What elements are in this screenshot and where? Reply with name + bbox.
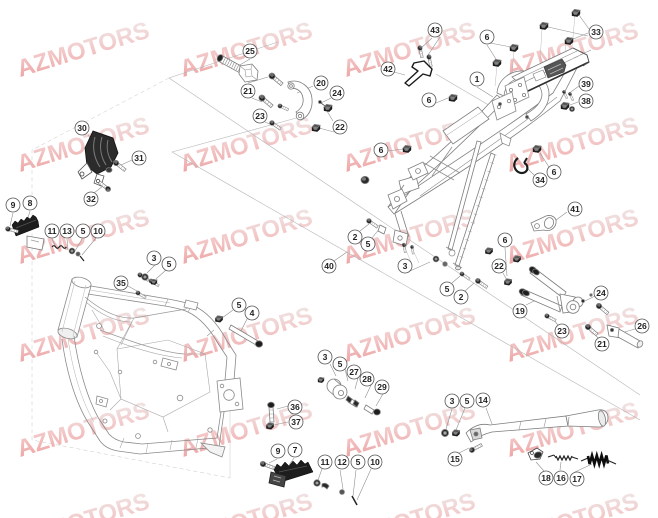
svg-text:4: 4: [250, 308, 255, 318]
svg-text:AZMOTORS: AZMOTORS: [177, 204, 316, 270]
svg-text:5: 5: [81, 226, 86, 236]
svg-text:5: 5: [237, 300, 242, 310]
svg-text:14: 14: [478, 395, 488, 405]
svg-text:5: 5: [445, 284, 450, 294]
svg-text:27: 27: [349, 367, 359, 377]
svg-text:AZMOTORS: AZMOTORS: [340, 17, 479, 83]
svg-text:29: 29: [377, 382, 387, 392]
svg-text:5: 5: [167, 259, 172, 269]
svg-text:AZMOTORS: AZMOTORS: [14, 488, 153, 518]
svg-text:26: 26: [637, 321, 647, 331]
svg-text:32: 32: [86, 194, 96, 204]
svg-text:AZMOTORS: AZMOTORS: [503, 488, 642, 518]
svg-text:28: 28: [362, 374, 372, 384]
svg-text:17: 17: [572, 474, 582, 484]
svg-text:3: 3: [152, 253, 157, 263]
svg-text:35: 35: [116, 278, 126, 288]
svg-text:6: 6: [485, 32, 490, 42]
svg-text:31: 31: [134, 153, 144, 163]
svg-text:8: 8: [28, 198, 33, 208]
svg-text:20: 20: [316, 78, 326, 88]
svg-text:12: 12: [337, 457, 347, 467]
svg-text:2: 2: [459, 292, 464, 302]
svg-text:6: 6: [427, 95, 432, 105]
svg-text:34: 34: [535, 175, 545, 185]
svg-text:37: 37: [291, 417, 301, 427]
svg-text:5: 5: [366, 239, 371, 249]
svg-text:41: 41: [570, 204, 580, 214]
svg-text:3: 3: [450, 396, 455, 406]
svg-text:36: 36: [290, 402, 300, 412]
svg-text:21: 21: [597, 339, 607, 349]
svg-text:24: 24: [332, 88, 342, 98]
svg-text:7: 7: [293, 445, 298, 455]
svg-text:39: 39: [581, 79, 591, 89]
svg-text:23: 23: [557, 326, 567, 336]
svg-text:21: 21: [243, 86, 253, 96]
svg-text:15: 15: [450, 454, 460, 464]
svg-text:AZMOTORS: AZMOTORS: [340, 302, 479, 368]
svg-text:22: 22: [494, 261, 504, 271]
svg-text:10: 10: [370, 457, 380, 467]
svg-text:11: 11: [320, 457, 329, 467]
svg-text:1: 1: [475, 74, 480, 84]
svg-text:16: 16: [556, 473, 566, 483]
svg-text:11: 11: [47, 226, 56, 236]
svg-text:18: 18: [541, 473, 551, 483]
svg-text:5: 5: [465, 396, 470, 406]
svg-text:43: 43: [430, 25, 440, 35]
svg-text:3: 3: [323, 352, 328, 362]
svg-text:6: 6: [379, 145, 384, 155]
svg-text:19: 19: [515, 306, 525, 316]
svg-text:30: 30: [77, 123, 87, 133]
svg-text:6: 6: [503, 235, 508, 245]
svg-text:42: 42: [383, 64, 393, 74]
svg-text:9: 9: [11, 200, 16, 210]
svg-text:23: 23: [255, 111, 265, 121]
svg-text:AZMOTORS: AZMOTORS: [14, 17, 153, 83]
svg-text:22: 22: [335, 122, 345, 132]
svg-text:2: 2: [353, 232, 358, 242]
svg-text:5: 5: [338, 359, 343, 369]
svg-text:40: 40: [324, 261, 334, 271]
svg-text:24: 24: [596, 288, 606, 298]
svg-text:9: 9: [276, 446, 281, 456]
svg-text:AZMOTORS: AZMOTORS: [177, 488, 316, 518]
svg-text:33: 33: [591, 27, 601, 37]
svg-text:25: 25: [245, 46, 255, 56]
svg-text:38: 38: [581, 96, 591, 106]
svg-text:3: 3: [403, 261, 408, 271]
svg-text:6: 6: [552, 167, 557, 177]
svg-text:10: 10: [93, 226, 103, 236]
svg-text:13: 13: [62, 226, 72, 236]
svg-text:5: 5: [356, 457, 361, 467]
